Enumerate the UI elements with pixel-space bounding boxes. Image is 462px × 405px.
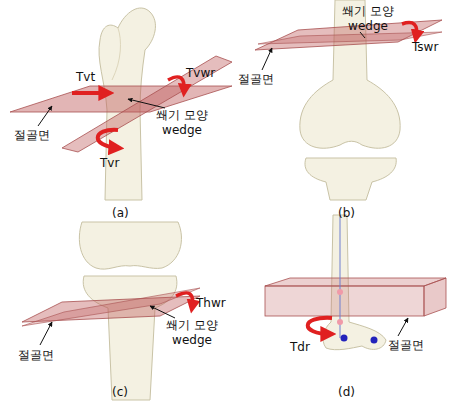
panel-label: (a) xyxy=(112,206,129,221)
torque-label: Thwr xyxy=(196,296,226,311)
plane-label: 절골면 xyxy=(388,338,424,353)
landmark-dot xyxy=(337,319,343,325)
torque-arrow xyxy=(72,91,108,95)
leader-line xyxy=(398,318,408,336)
plane-label: 절골면 xyxy=(18,348,54,363)
wedge-label: 쐐기 모양 wedge xyxy=(150,108,214,138)
torque-label: Tvt xyxy=(76,70,95,85)
leader-line xyxy=(150,306,175,318)
torque-label: Tswr xyxy=(412,40,438,55)
plane-label: 절골면 xyxy=(238,72,274,87)
torque-label: Tdr xyxy=(290,340,310,355)
cut-plane xyxy=(265,278,446,286)
plane-label: 절골면 xyxy=(14,128,50,143)
wedge-label: 쐐기 모양 wedge xyxy=(336,4,400,34)
leader-line xyxy=(262,48,272,70)
panel-label: (d) xyxy=(338,385,355,400)
torque-arrow xyxy=(402,23,417,38)
cut-plane xyxy=(62,56,232,152)
leader-line xyxy=(38,106,52,126)
torque-arrow xyxy=(176,293,193,308)
panel-label: (c) xyxy=(112,385,128,400)
torque-label: Tvr xyxy=(100,156,119,171)
landmark-dot xyxy=(337,289,343,295)
leader-line xyxy=(128,99,165,108)
torque-arrow xyxy=(308,318,332,334)
torque-label: Tvwr xyxy=(186,66,215,81)
torque-arrow xyxy=(168,77,184,92)
panel-label: (b) xyxy=(338,206,355,221)
landmark-dot xyxy=(341,335,348,342)
landmark-dot xyxy=(371,337,378,344)
cut-plane xyxy=(424,278,446,316)
torque-arrow xyxy=(98,130,118,148)
cut-plane xyxy=(265,286,424,316)
leader-line xyxy=(40,322,52,345)
wedge-label: 쐐기 모양 wedge xyxy=(160,318,224,348)
